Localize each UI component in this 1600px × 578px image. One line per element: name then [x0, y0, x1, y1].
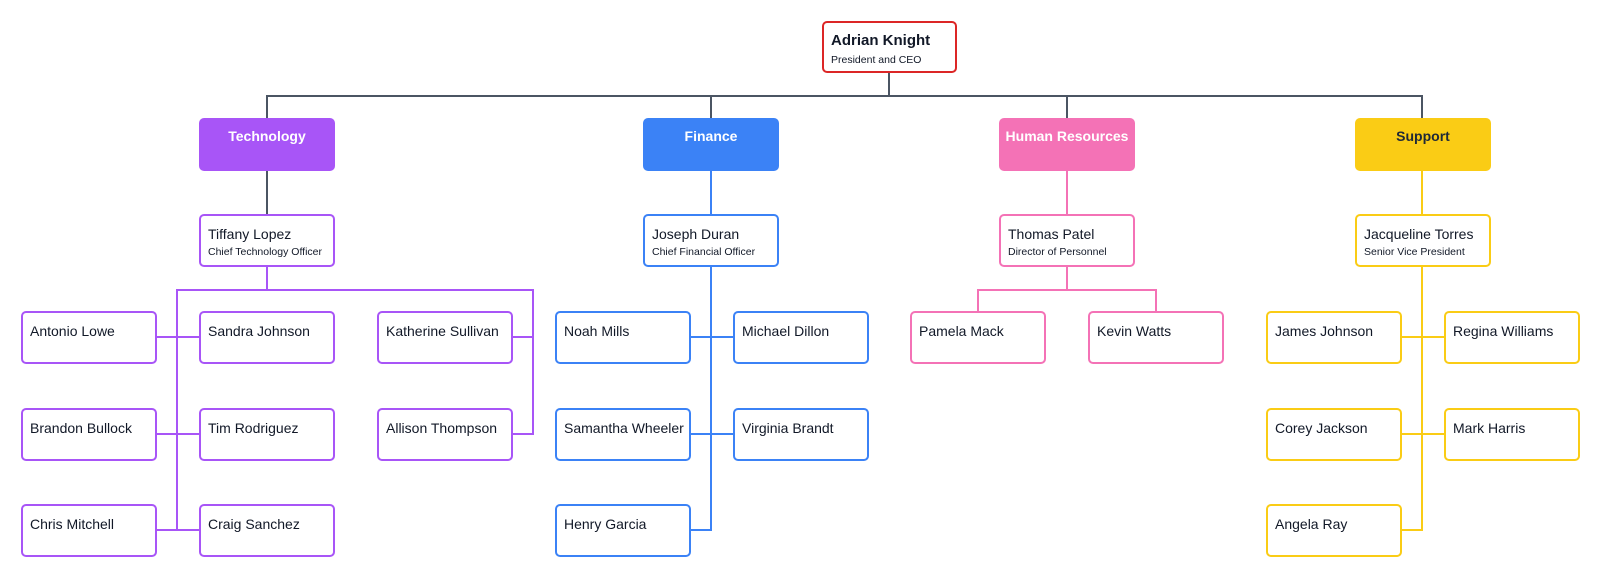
employee-card[interactable]: Antonio Lowe: [21, 311, 157, 364]
dept-finance-label: Finance: [684, 128, 738, 144]
employee-card[interactable]: James Johnson: [1266, 311, 1402, 364]
employee-card[interactable]: Sandra Johnson: [199, 311, 335, 364]
employee-name: Angela Ray: [1275, 516, 1348, 532]
employee-card[interactable]: Virginia Brandt: [733, 408, 869, 461]
ceo-name: Adrian Knight: [831, 32, 931, 49]
employee-card[interactable]: Kevin Watts: [1088, 311, 1224, 364]
employee-card[interactable]: Noah Mills: [555, 311, 691, 364]
employee-card[interactable]: Katherine Sullivan: [377, 311, 513, 364]
employee-card[interactable]: Brandon Bullock: [21, 408, 157, 461]
employee-name: Tim Rodriguez: [208, 420, 299, 436]
employee-name: Virginia Brandt: [742, 420, 834, 436]
ceo-card[interactable]: Adrian Knight President and CEO: [822, 21, 957, 73]
employee-name: Antonio Lowe: [30, 323, 115, 339]
employee-name: Noah Mills: [564, 323, 630, 339]
hr-head-card[interactable]: Thomas Patel Director of Personnel: [999, 214, 1135, 267]
hr-connectors: [977, 170, 1157, 312]
dept-finance[interactable]: Finance: [643, 118, 779, 171]
employee-card[interactable]: Henry Garcia: [555, 504, 691, 557]
employee-name: Michael Dillon: [742, 323, 830, 339]
employee-name: Sandra Johnson: [208, 323, 310, 339]
employee-name: Craig Sanchez: [208, 516, 300, 532]
employee-name: Allison Thompson: [386, 420, 498, 436]
hr-head-title: Director of Personnel: [1008, 246, 1107, 258]
ceo-connectors: [266, 72, 1423, 215]
support-connectors: [1400, 170, 1445, 531]
employee-card[interactable]: Allison Thompson: [377, 408, 513, 461]
finance-head-title: Chief Financial Officer: [652, 246, 756, 258]
employee-card[interactable]: Craig Sanchez: [199, 504, 335, 557]
employee-card[interactable]: Samantha Wheeler: [555, 408, 691, 461]
hr-head-name: Thomas Patel: [1008, 226, 1095, 242]
support-head-name: Jacqueline Torres: [1364, 226, 1474, 242]
finance-head-name: Joseph Duran: [652, 226, 740, 242]
technology-head-title: Chief Technology Officer: [208, 246, 323, 258]
employee-name: Mark Harris: [1453, 420, 1526, 436]
employee-card[interactable]: Angela Ray: [1266, 504, 1402, 557]
finance-connectors: [689, 170, 734, 531]
dept-support[interactable]: Support: [1355, 118, 1491, 171]
employee-name: Katherine Sullivan: [386, 323, 499, 339]
dept-support-label: Support: [1396, 128, 1450, 144]
employee-name: Chris Mitchell: [30, 516, 115, 532]
employee-name: Brandon Bullock: [30, 420, 132, 436]
ceo-title: President and CEO: [831, 54, 922, 66]
finance-head-card[interactable]: Joseph Duran Chief Financial Officer: [643, 214, 779, 267]
technology-head-card[interactable]: Tiffany Lopez Chief Technology Officer: [199, 214, 335, 267]
dept-hr-label: Human Resources: [1005, 128, 1129, 144]
employee-card[interactable]: Mark Harris: [1444, 408, 1580, 461]
employee-name: James Johnson: [1275, 323, 1374, 339]
employee-name: Kevin Watts: [1097, 323, 1172, 339]
support-head-card[interactable]: Jacqueline Torres Senior Vice President: [1355, 214, 1491, 267]
employee-name: Samantha Wheeler: [564, 420, 684, 436]
dept-human-resources[interactable]: Human Resources: [999, 118, 1135, 171]
dept-technology[interactable]: Technology: [199, 118, 335, 171]
technology-head-name: Tiffany Lopez: [208, 226, 292, 242]
employee-card[interactable]: Corey Jackson: [1266, 408, 1402, 461]
dept-technology-label: Technology: [228, 128, 306, 144]
employee-card[interactable]: Chris Mitchell: [21, 504, 157, 557]
employee-card[interactable]: Tim Rodriguez: [199, 408, 335, 461]
employee-name: Regina Williams: [1453, 323, 1554, 339]
employee-name: Pamela Mack: [919, 323, 1004, 339]
employee-name: Corey Jackson: [1275, 420, 1368, 436]
employee-name: Henry Garcia: [564, 516, 647, 532]
technology-connectors: [155, 266, 534, 531]
support-head-title: Senior Vice President: [1364, 246, 1465, 258]
employee-card[interactable]: Pamela Mack: [910, 311, 1046, 364]
employee-card[interactable]: Regina Williams: [1444, 311, 1580, 364]
employee-card[interactable]: Michael Dillon: [733, 311, 869, 364]
